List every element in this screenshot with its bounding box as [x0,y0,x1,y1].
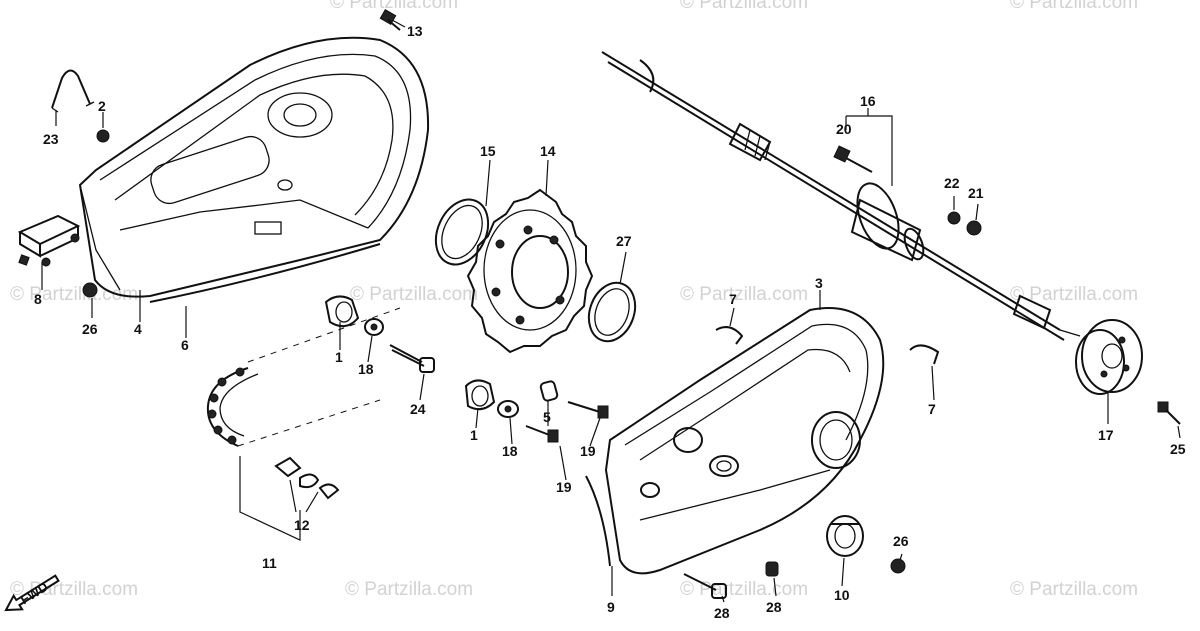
nut [765,561,779,577]
watermark: © Partzilla.com [350,284,478,305]
clip [715,326,744,345]
callout-1: 1 [335,349,343,365]
rubber-strip [149,243,381,303]
callout-21: 21 [968,185,984,201]
watermark: © Partzilla.com [680,284,808,305]
nut [966,220,982,236]
rubber-mount [17,214,81,267]
watermark: © Partzilla.com [345,579,473,600]
nut [96,129,110,143]
callout-18: 18 [502,443,518,459]
callout-6: 6 [181,337,189,353]
washer [370,323,378,331]
bolt [389,344,435,373]
callout-7: 7 [729,291,737,307]
callout-17: 17 [1098,427,1114,443]
snap-ring [587,281,637,343]
cap [826,515,864,557]
nut [890,558,906,574]
cable-clamp [51,69,95,113]
lower-chain-case [604,307,885,575]
callout-22: 22 [944,175,960,191]
callout-28: 28 [714,605,730,621]
washer [364,318,384,336]
callout-19: 19 [580,443,596,459]
callout-12: 12 [294,517,310,533]
watermarks: © Partzilla.com © Partzilla.com © Partzi… [10,0,1138,600]
bolt [1157,401,1181,425]
callout-25: 25 [1170,441,1186,457]
wheel-hub [1075,319,1143,395]
callout-24: 24 [410,401,426,417]
ring [434,198,490,266]
callout-26: 26 [893,533,909,549]
callout-10: 10 [834,587,850,603]
callout-18: 18 [358,361,374,377]
callout-3: 3 [815,275,823,291]
watermark: © Partzilla.com [1010,284,1138,305]
callout-9: 9 [607,599,615,615]
callout-8: 8 [34,291,42,307]
chain-adjuster [464,379,496,411]
bolt [683,573,727,599]
callout-20: 20 [836,121,852,137]
callout-7: 7 [928,401,936,417]
master-link [274,456,340,500]
rubber-strip [585,475,611,567]
chain-adjuster [324,295,360,328]
callouts: 13 2 23 8 26 4 6 1 18 24 15 14 27 7 3 5 … [34,23,1186,621]
bolt [833,145,873,173]
callout-13: 13 [407,23,423,39]
nut [82,282,98,298]
callout-15: 15 [480,143,496,159]
upper-chain-case [78,36,430,298]
washer [497,400,519,418]
callout-26: 26 [82,321,98,337]
drive-chain [206,307,401,447]
nut [947,211,961,225]
callout-2: 2 [98,98,106,114]
bolt [525,425,559,443]
callout-19: 19 [556,479,572,495]
collar [539,380,559,402]
bolt [567,401,609,419]
clip [909,344,940,365]
callout-16: 16 [860,93,876,109]
callout-11: 11 [262,555,277,571]
callout-1: 1 [470,427,478,443]
callout-27: 27 [616,233,632,249]
watermark: © Partzilla.com [680,0,808,13]
callout-4: 4 [134,321,142,337]
leader-lines [41,19,1181,603]
washer [504,405,512,413]
watermark: © Partzilla.com [330,0,458,13]
watermark: © Partzilla.com [1010,0,1138,13]
callout-5: 5 [543,409,551,425]
watermark: © Partzilla.com [1010,579,1138,600]
callout-28: 28 [766,599,782,615]
rear-axle [601,51,1081,341]
bolt [18,254,30,266]
sprocket [466,188,594,354]
callout-14: 14 [540,143,556,159]
callout-23: 23 [43,131,59,147]
